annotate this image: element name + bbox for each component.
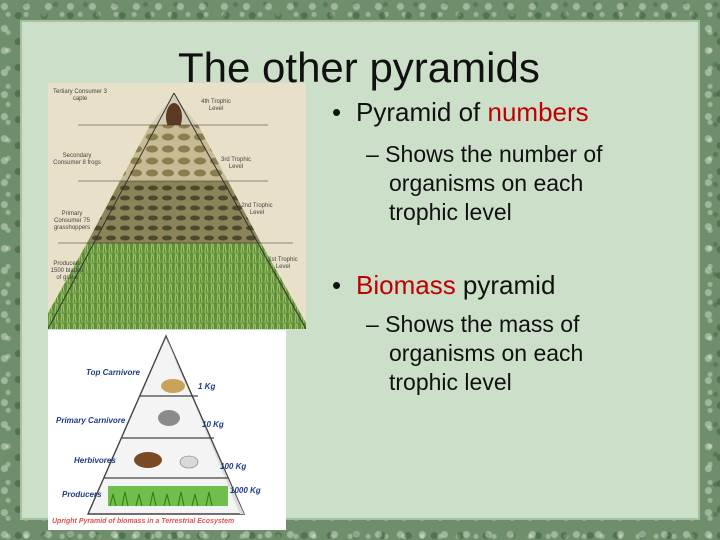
sub-1-line-2: organisms on each (389, 170, 584, 196)
lion-icon (161, 379, 185, 393)
sub-2-line-2: organisms on each (389, 340, 584, 366)
pyramid-of-numbers-graphic (48, 83, 306, 329)
sub-2-line-3: trophic level (389, 369, 512, 395)
wolf-icon (158, 410, 180, 426)
bullet-2-highlight: Biomass (356, 270, 456, 300)
rabbit-icon (179, 455, 199, 469)
bullet-dot: • (332, 97, 342, 127)
biomass-level-2: Primary Carnivore (56, 416, 126, 425)
sub-1-line-3: trophic level (389, 199, 512, 225)
numbers-right-label-3: 2nd Trophic Level (241, 203, 273, 216)
biomass-weight-4: 1000 Kg (230, 486, 261, 495)
numbers-right-label-2: 3rd Trophic Level (220, 157, 251, 170)
owl-icon (166, 103, 182, 131)
bullet-1-prefix: Pyramid of (356, 97, 488, 127)
biomass-level-3: Herbivores (74, 456, 116, 465)
bullet-2-suffix: pyramid (455, 270, 556, 300)
sub-2-line-1: – Shows the mass of (366, 311, 580, 337)
sub-bullet-biomass: – Shows the mass of organisms on each tr… (366, 310, 583, 397)
numbers-left-label-4: Producers 1500 blades of grass (50, 261, 84, 281)
biomass-weight-2: 10 Kg (202, 420, 224, 429)
biomass-pyramid-graphic (86, 334, 246, 515)
biomass-pyramid-image: Top Carnivore Primary Carnivore Herbivor… (48, 330, 286, 530)
bullet-dot: • (332, 270, 342, 300)
numbers-right-label-4: 1st Trophic Level (268, 257, 298, 270)
sub-bullet-numbers: – Shows the number of organisms on each … (366, 140, 603, 227)
bullet-pyramid-of-numbers: • Pyramid of numbers (332, 97, 589, 128)
deer-icon (134, 452, 162, 468)
biomass-level-1: Top Carnivore (86, 368, 140, 377)
biomass-caption: Upright Pyramid of biomass in a Terrestr… (52, 518, 235, 525)
bullet-1-highlight: numbers (487, 97, 589, 127)
numbers-left-label-3: Primary Consumer 75 grasshoppers (53, 211, 91, 231)
numbers-left-label-2: Secondary Consumer 8 frogs (53, 153, 101, 166)
sub-1-line-1: – Shows the number of (366, 141, 603, 167)
bullet-biomass-pyramid: • Biomass pyramid (332, 270, 555, 301)
biomass-level-4: Producers (62, 490, 102, 499)
biomass-weight-1: 1 Kg (198, 382, 216, 391)
pyramid-of-numbers-image: Tertiary Consumer 3 caple Secondary Cons… (48, 83, 306, 329)
numbers-right-label-1: 4th Trophic Level (201, 99, 231, 112)
numbers-left-label-1: Tertiary Consumer 3 caple (52, 89, 108, 102)
biomass-weight-3: 100 Kg (220, 462, 247, 471)
